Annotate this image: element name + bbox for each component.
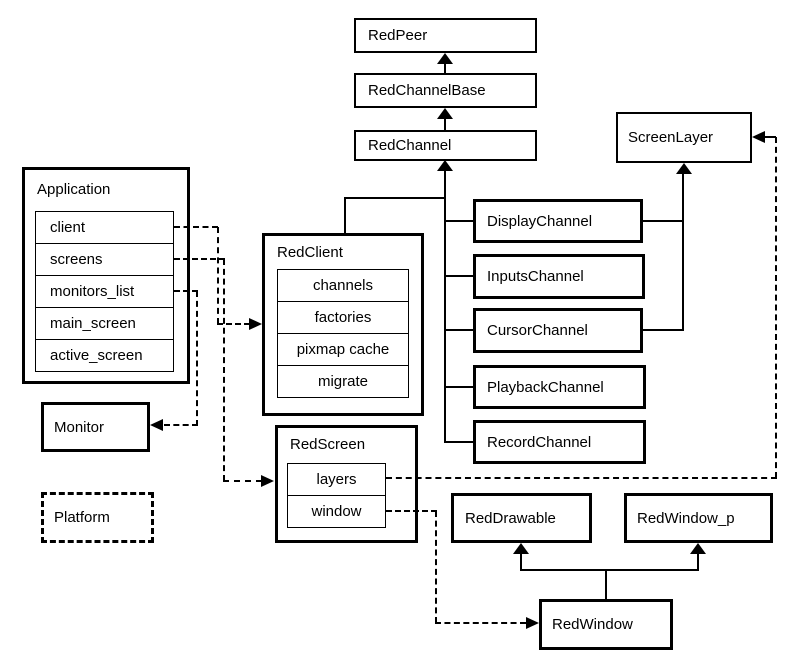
node-title: Application xyxy=(37,181,111,198)
edge-client-redclient-h1 xyxy=(174,226,218,228)
inheritance-arrowhead xyxy=(437,108,453,119)
edge-inputschannel-stub xyxy=(445,275,473,277)
edge-screens-redscreen-h1 xyxy=(174,258,225,260)
edge-recordchannel-stub xyxy=(445,441,473,443)
attribute-label: layers xyxy=(316,471,357,488)
association-arrowhead xyxy=(261,475,274,487)
inheritance-arrowhead xyxy=(437,160,453,171)
attribute-row-layers: layers xyxy=(287,463,386,496)
node-playback-channel: PlaybackChannel xyxy=(473,365,646,409)
node-label: CursorChannel xyxy=(487,322,588,339)
attribute-label: channels xyxy=(312,277,374,294)
attribute-row-channels: channels xyxy=(277,269,409,302)
edge-client-redclient-v xyxy=(217,227,219,324)
edge-monitorslist-monitor-h1 xyxy=(174,290,198,292)
attribute-label: monitors_list xyxy=(50,283,135,300)
node-red-peer: RedPeer xyxy=(354,18,537,53)
attribute-label: client xyxy=(50,219,86,236)
node-title: RedScreen xyxy=(290,436,366,453)
node-display-channel: DisplayChannel xyxy=(473,199,643,243)
node-label: Monitor xyxy=(54,418,105,436)
edge-cursorchannel-stub xyxy=(445,329,473,331)
node-label: RedChannel xyxy=(368,137,452,154)
edge-redchannel-redchannelbase xyxy=(444,118,446,130)
edge-layers-screenlayer-h2 xyxy=(765,136,776,138)
association-arrowhead xyxy=(249,318,262,330)
association-arrowhead xyxy=(752,131,765,143)
edge-redwindow-reddrawable-v xyxy=(520,554,522,571)
node-label: RedDrawable xyxy=(465,509,556,527)
inheritance-arrowhead xyxy=(437,53,453,64)
attribute-row-window: window xyxy=(287,495,386,528)
edge-client-redclient-h2 xyxy=(217,323,250,325)
node-label: RedWindow_p xyxy=(637,509,735,527)
edge-window-redwindow-h1 xyxy=(386,510,437,512)
attribute-label: window xyxy=(311,503,362,520)
edge-redwindow-up xyxy=(605,570,607,599)
attribute-row-factories: factories xyxy=(277,301,409,334)
attribute-row-monitors-list: monitors_list xyxy=(35,275,174,308)
node-label: ScreenLayer xyxy=(628,129,714,146)
node-screen-layer: ScreenLayer xyxy=(616,112,752,163)
attribute-label: migrate xyxy=(317,373,369,390)
edge-trunk-to-redchannel xyxy=(444,170,446,443)
edge-monitorslist-monitor-v xyxy=(196,291,198,426)
attribute-label: main_screen xyxy=(50,315,136,332)
edge-layers-screenlayer-h1 xyxy=(386,477,777,479)
node-label: RedPeer xyxy=(368,27,428,44)
node-red-channel-base: RedChannelBase xyxy=(354,73,537,108)
attribute-label: pixmap cache xyxy=(296,341,390,358)
node-red-window-p: RedWindow_p xyxy=(624,493,773,543)
association-arrowhead xyxy=(150,419,163,431)
node-label: InputsChannel xyxy=(487,268,584,285)
edge-displaychannel-screenlayer-stub xyxy=(643,220,684,222)
edge-redchannelbase-redpeer xyxy=(444,62,446,73)
edge-displaychannel-stub xyxy=(445,220,473,222)
node-record-channel: RecordChannel xyxy=(473,420,646,464)
edge-monitorslist-monitor-h2 xyxy=(164,424,198,426)
node-title: RedClient xyxy=(277,244,343,261)
node-cursor-channel: CursorChannel xyxy=(473,308,643,353)
inheritance-arrowhead xyxy=(690,543,706,554)
edge-redclient-branch-v xyxy=(344,197,346,233)
edge-screens-redscreen-h2 xyxy=(223,480,262,482)
edge-cursorchannel-screenlayer-stub xyxy=(643,329,684,331)
edge-redclient-branch-h xyxy=(344,197,446,199)
attribute-label: screens xyxy=(50,251,103,268)
attribute-row-client: client xyxy=(35,211,174,244)
node-label: RedWindow xyxy=(552,616,633,633)
node-label: PlaybackChannel xyxy=(487,378,604,396)
edge-window-redwindow-h2 xyxy=(435,622,526,624)
edge-window-redwindow-v xyxy=(435,511,437,623)
attribute-label: factories xyxy=(314,309,372,326)
edge-screens-redscreen-v xyxy=(223,259,225,481)
edge-redwindow-redwindowp-v xyxy=(697,554,699,571)
inheritance-arrowhead xyxy=(676,163,692,174)
node-label: RedChannelBase xyxy=(368,82,486,99)
attribute-row-migrate: migrate xyxy=(277,365,409,398)
node-red-window: RedWindow xyxy=(539,599,673,650)
node-label: Platform xyxy=(54,509,110,526)
node-label: RecordChannel xyxy=(487,433,592,451)
attribute-row-screens: screens xyxy=(35,243,174,276)
edge-playbackchannel-stub xyxy=(445,386,473,388)
node-red-drawable: RedDrawable xyxy=(451,493,592,543)
attribute-row-pixmap-cache: pixmap cache xyxy=(277,333,409,366)
edge-layers-screenlayer-v xyxy=(775,137,777,478)
node-label: DisplayChannel xyxy=(487,212,593,230)
edge-redwindow-branch-h xyxy=(520,569,699,571)
inheritance-arrowhead xyxy=(513,543,529,554)
attribute-row-main-screen: main_screen xyxy=(35,307,174,340)
attribute-label: active_screen xyxy=(50,347,143,364)
attribute-row-active-screen: active_screen xyxy=(35,339,174,372)
association-arrowhead xyxy=(526,617,539,629)
node-platform: Platform xyxy=(41,492,154,543)
node-inputs-channel: InputsChannel xyxy=(473,254,645,299)
node-monitor: Monitor xyxy=(41,402,150,452)
node-red-channel: RedChannel xyxy=(354,130,537,161)
edge-trunk-to-screenlayer xyxy=(682,173,684,331)
